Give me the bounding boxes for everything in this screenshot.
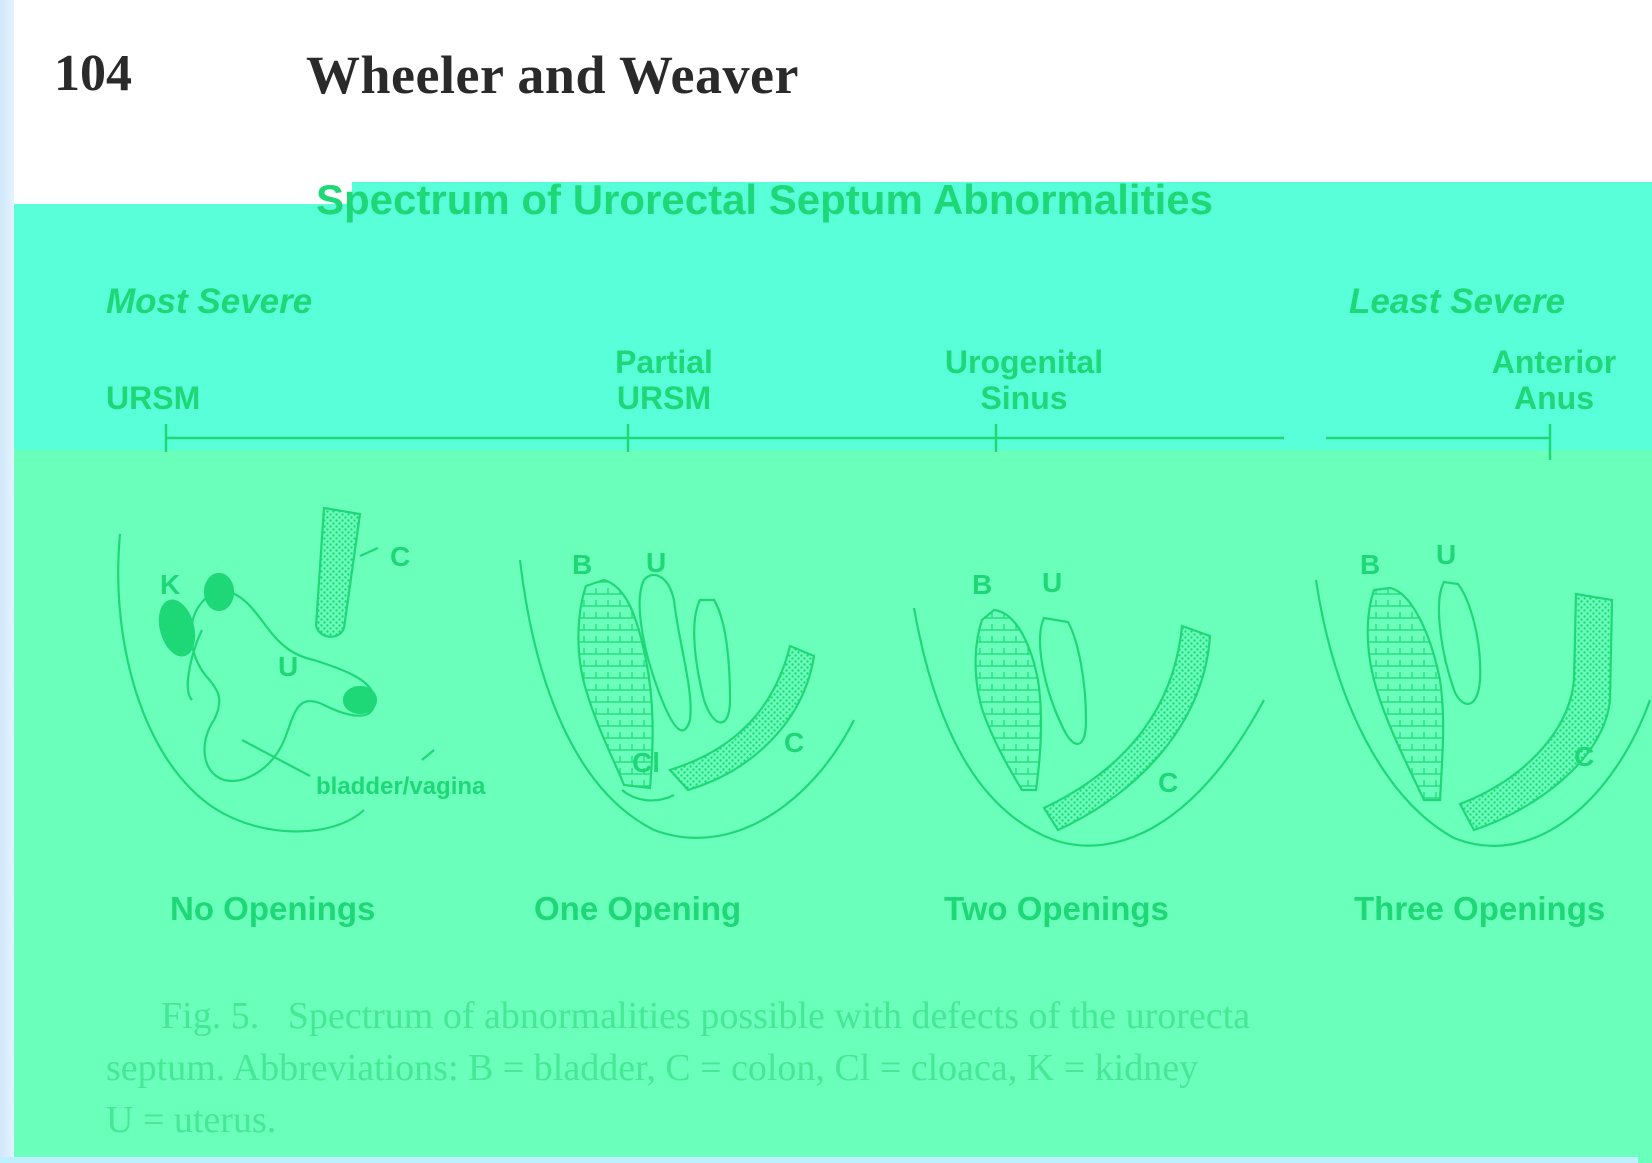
label-colon: C [1574, 741, 1594, 772]
label-cloaca: Cl [632, 747, 660, 778]
diagram-one-opening [520, 560, 854, 838]
label-kidney: K [160, 569, 180, 600]
label-bladder-vagina: bladder/vagina [316, 773, 486, 800]
label-bladder: B [572, 549, 592, 580]
label-colon: C [390, 541, 410, 572]
caption-line-2: septum. Abbreviations: B = bladder, C = … [106, 1042, 1652, 1094]
figure-caption: Fig. 5. Spectrum of abnormalities possib… [106, 990, 1652, 1146]
opening-label-three-openings: Three Openings [1354, 890, 1605, 928]
label-bladder: B [972, 569, 992, 600]
opening-label-no-openings: No Openings [170, 890, 375, 928]
caption-figure-label: Fig. 5. [161, 995, 259, 1037]
page: 104 Wheeler and Weaver Spectrum of Urore… [14, 0, 1652, 1163]
label-uterus: U [646, 547, 666, 578]
label-uterus: U [1436, 539, 1456, 570]
severity-scale [166, 424, 1550, 460]
bottom-edge [0, 1157, 1638, 1163]
label-uterus: U [278, 651, 298, 682]
opening-label-one-opening: One Opening [534, 890, 741, 928]
anatomy-diagram: K C U bladder/vagina B U Cl C B U C B U … [14, 0, 1652, 1163]
label-bladder: B [1360, 549, 1380, 580]
caption-line-3: U = uterus. [106, 1094, 1652, 1146]
label-colon: C [784, 727, 804, 758]
opening-label-two-openings: Two Openings [944, 890, 1169, 928]
caption-line-1: Fig. 5. Spectrum of abnormalities possib… [106, 990, 1652, 1042]
label-uterus: U [1042, 567, 1062, 598]
diagram-two-openings [914, 608, 1264, 846]
label-colon: C [1158, 767, 1178, 798]
diagram-three-openings [1316, 580, 1650, 846]
caption-text-1: Spectrum of abnormalities possible with … [288, 995, 1250, 1037]
